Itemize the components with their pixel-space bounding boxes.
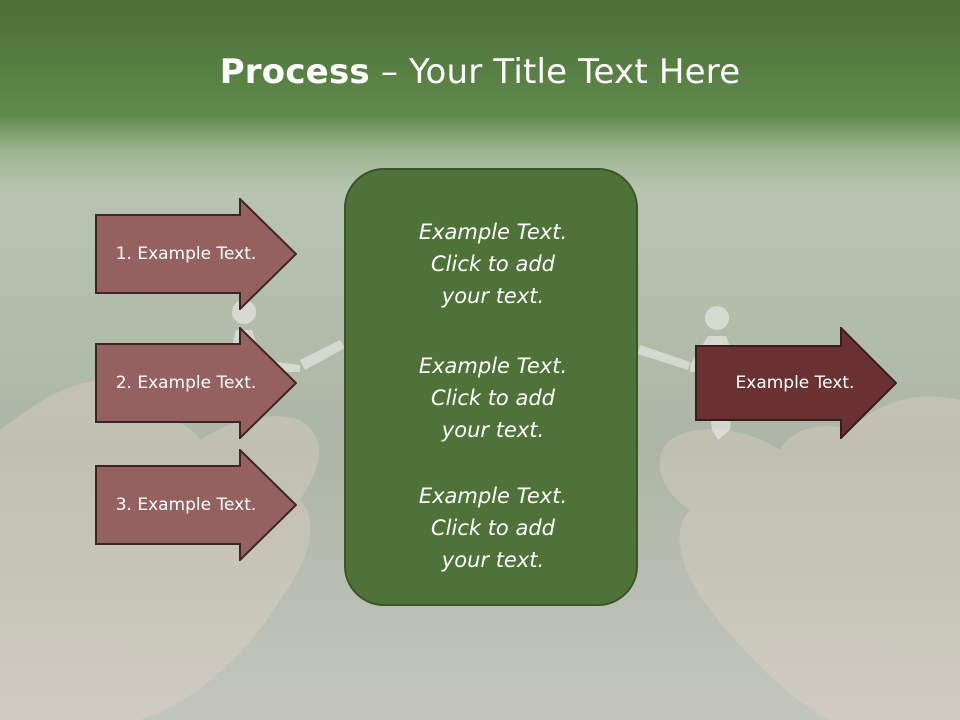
center-process-box[interactable]: Example Text. Click to add your text. Ex… bbox=[344, 168, 638, 606]
title-rest: – Your Title Text Here bbox=[369, 52, 741, 92]
center-paragraph-1: Example Text. Click to add your text. bbox=[418, 220, 568, 308]
arrow-shape bbox=[695, 327, 897, 439]
input-arrow-2[interactable]: 2. Example Text. bbox=[95, 327, 297, 439]
input-arrow-1[interactable]: 1. Example Text. bbox=[95, 198, 297, 310]
title-bold: Process bbox=[219, 52, 370, 92]
center-paragraph-3: Example Text. Click to add your text. bbox=[418, 484, 568, 572]
arrow-shape bbox=[95, 198, 297, 310]
arrow-shape bbox=[95, 449, 297, 561]
input-arrow-3[interactable]: 3. Example Text. bbox=[95, 449, 297, 561]
input-arrow-label: 1. Example Text. bbox=[115, 244, 257, 264]
slide-title: Process – Your Title Text Here bbox=[0, 52, 960, 92]
input-arrow-label: 2. Example Text. bbox=[115, 373, 257, 393]
output-arrow-label: Example Text. bbox=[735, 373, 855, 393]
input-arrow-label: 3. Example Text. bbox=[115, 495, 257, 515]
arrow-shape bbox=[95, 327, 297, 439]
center-paragraph-2: Example Text. Click to add your text. bbox=[418, 354, 568, 442]
output-arrow[interactable]: Example Text. bbox=[695, 327, 897, 439]
